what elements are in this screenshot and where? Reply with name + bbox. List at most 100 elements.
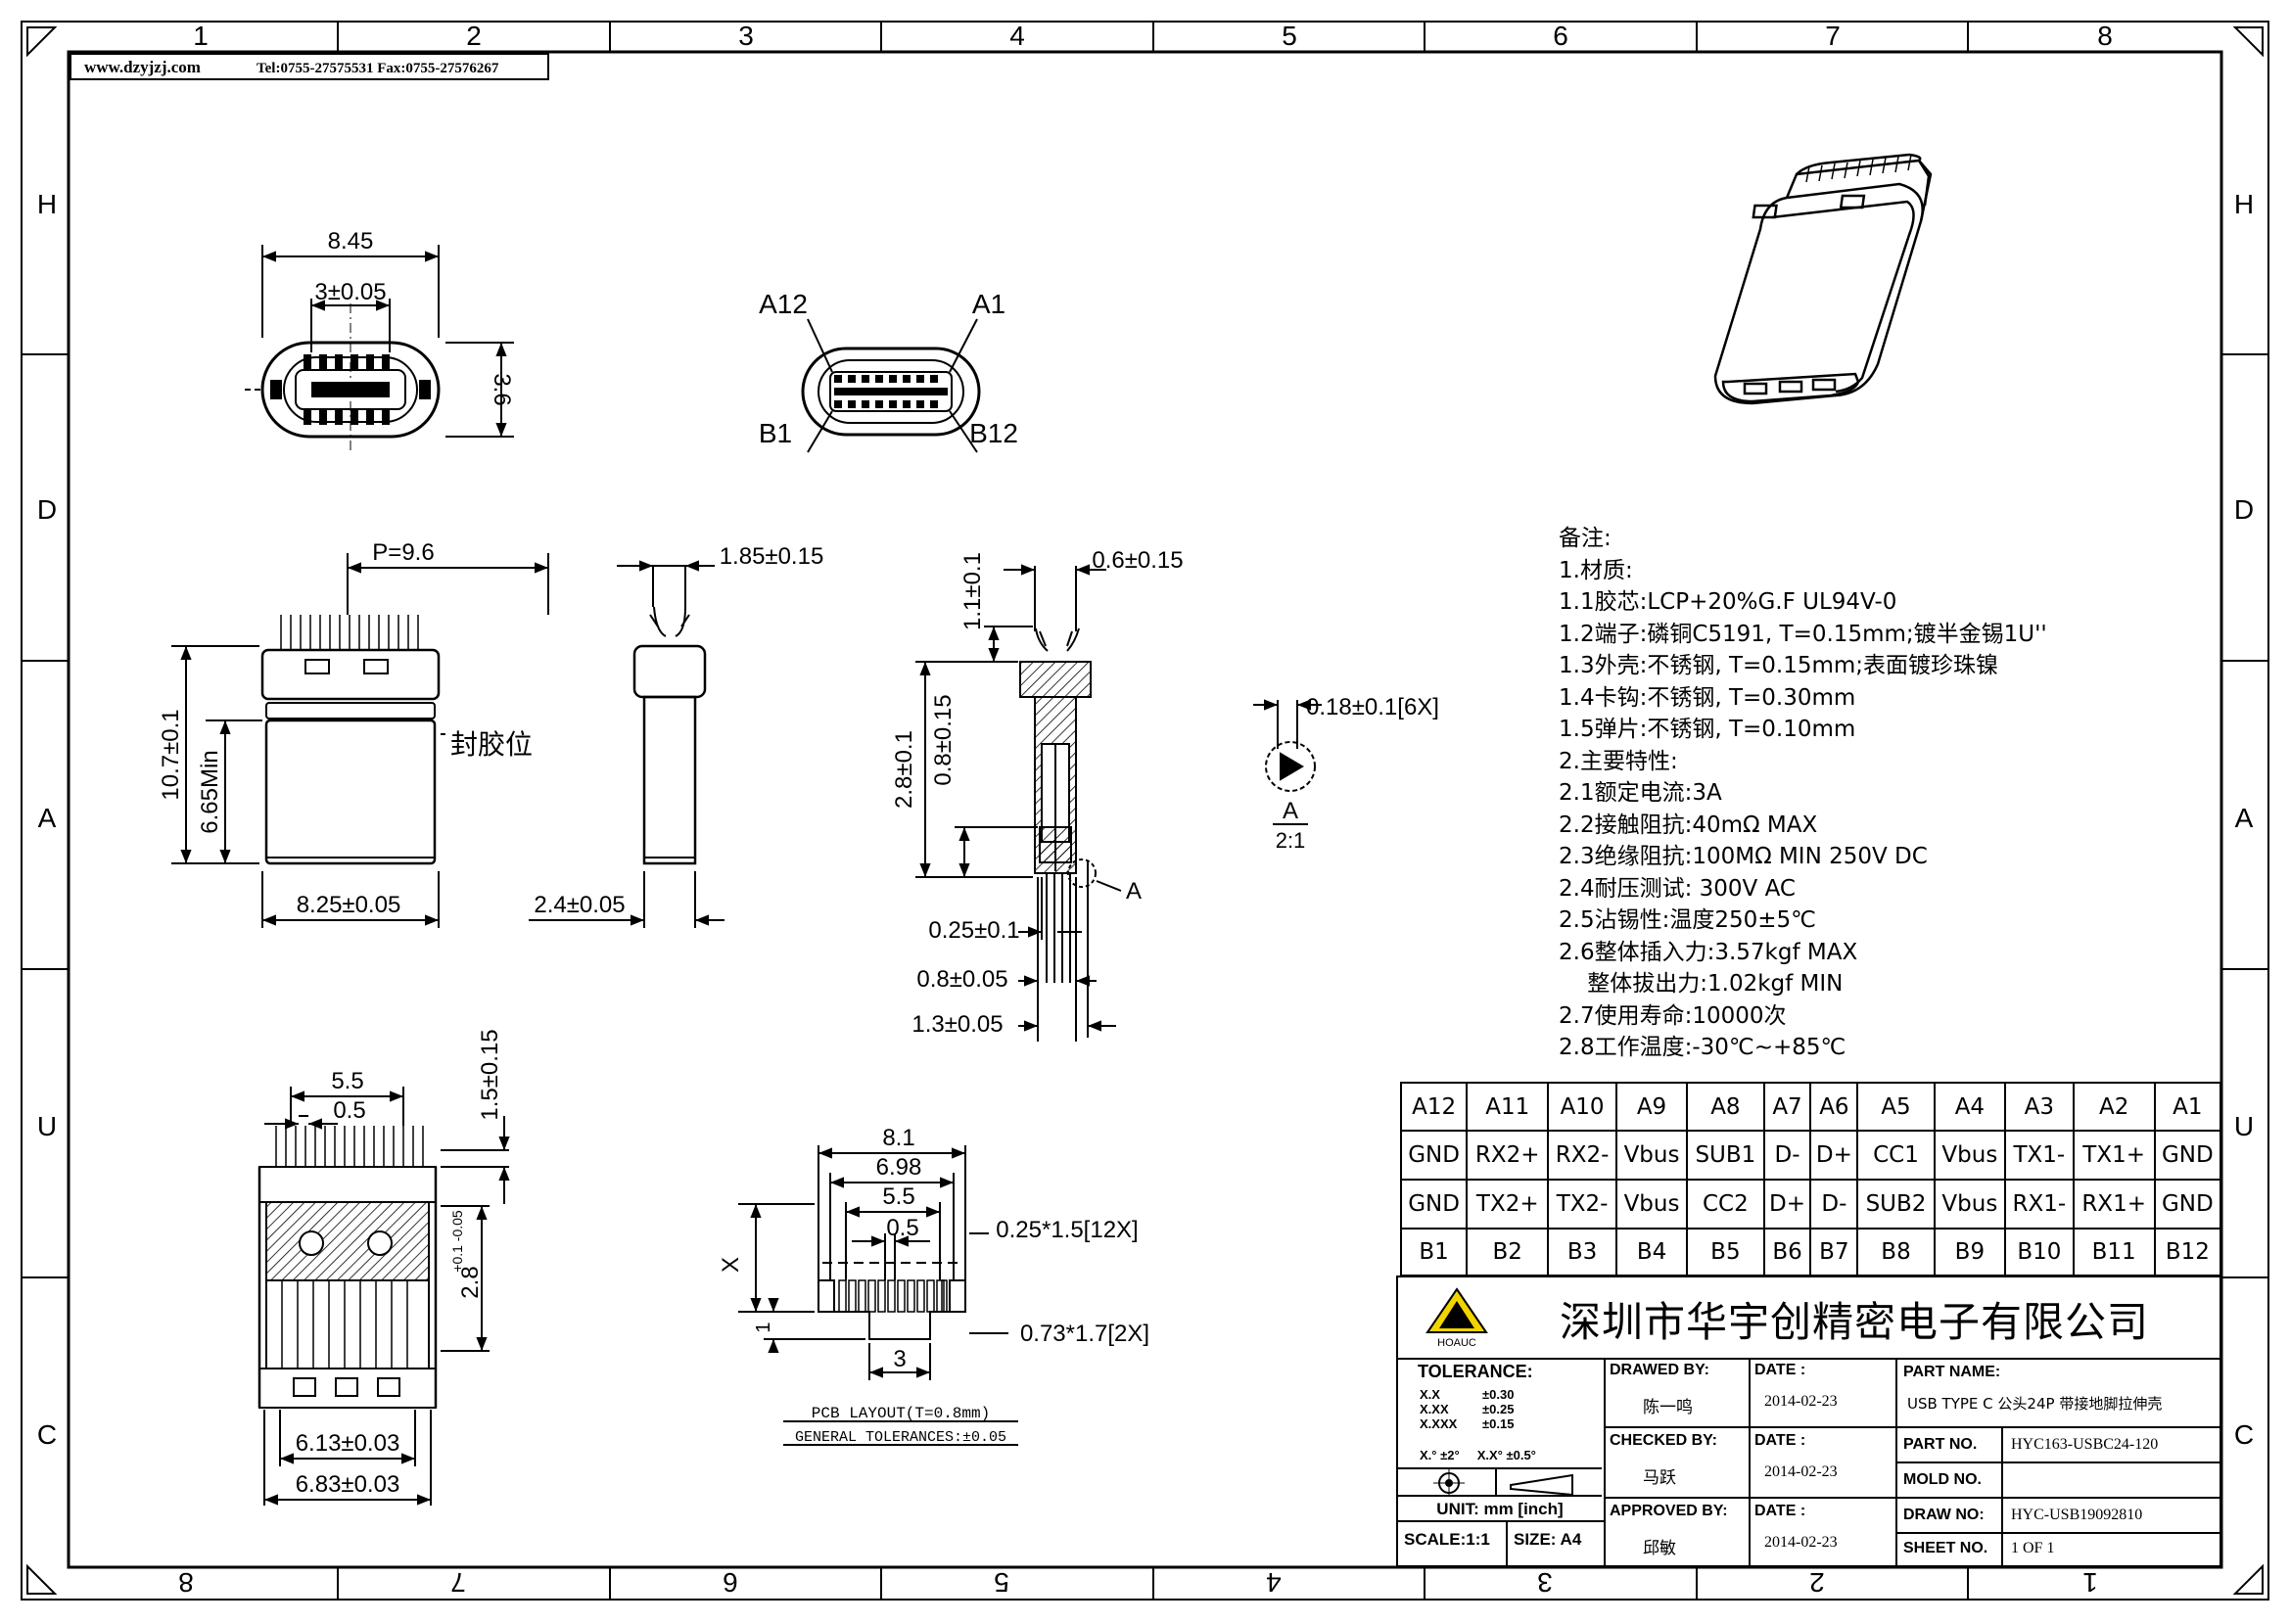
tol-value: ±0.15 [1482, 1416, 1515, 1431]
pin-table-cell: A9 [1614, 1082, 1689, 1132]
pin-b1-label: B1 [759, 418, 792, 448]
pin-table-cell: A3 [2004, 1082, 2075, 1132]
pin-table-cell: B6 [1762, 1228, 1812, 1276]
logo-text: HOAUC [1437, 1337, 1476, 1349]
notes-line: 1.1胶芯:LCP+20%G.F UL94V-0 [1559, 589, 1897, 615]
pin-table-cell: A8 [1686, 1082, 1765, 1132]
date-column: DATE : 2014-02-23 DATE : 2014-02-23 DATE… [1749, 1358, 1897, 1565]
grid-bottom-2: 2 [1809, 1567, 1825, 1598]
pin-table-cell: Vbus [1933, 1179, 2007, 1230]
company-name: 深圳市华宇创精密电子有限公司 [1560, 1298, 2150, 1346]
side-view [529, 560, 724, 928]
pin-table-cell: CC2 [1686, 1179, 1765, 1230]
section-025-dim: 0.25±0.1 [928, 917, 1019, 944]
header-strip: www.dzyjzj.com Tel:0755-27575531 Fax:075… [70, 53, 549, 80]
grid-top-6: 6 [1553, 21, 1568, 51]
signoff-column: DRAWED BY: 陈一鸣 CHECKED BY: 马跃 APPROVED B… [1604, 1358, 1751, 1565]
bottom-613-dim: 6.13±0.03 [296, 1430, 400, 1457]
tolerance-block: TOLERANCE: X.X±0.30 X.XX±0.25 X.XXX±0.15… [1398, 1358, 1606, 1522]
pin-table-cell: TX2+ [1466, 1179, 1550, 1230]
notes-line: 2.4耐压测试: 300V AC [1559, 875, 1796, 902]
tol-key: X.XX [1420, 1402, 1449, 1416]
pin-table-cell: B4 [1614, 1228, 1689, 1276]
section-13-dim: 1.3±0.05 [911, 1011, 1003, 1038]
approved-by-label: APPROVED BY: [1610, 1503, 1728, 1519]
bottom-view [257, 1087, 510, 1506]
pin-table-cell: RX2- [1547, 1130, 1617, 1181]
pin-table-cell: Vbus [1933, 1130, 2007, 1181]
pin-table-cell: D- [1809, 1179, 1859, 1230]
sheet-no-value: 1 OF 1 [2011, 1540, 2055, 1556]
drawn-by-label: DRAWED BY: [1610, 1362, 1709, 1378]
company-logo: HOAUC [1418, 1285, 1496, 1350]
grid-bottom-6: 6 [723, 1567, 738, 1598]
pcb-pad-b-dim: 0.73*1.7[2X] [1020, 1321, 1149, 1347]
front-height-dim: 3.6 [489, 373, 515, 405]
notes-line: 2.6整体插入力:3.57kgf MAX [1559, 939, 1858, 965]
angle-tolerance: X.° ±2° X.X° ±0.5° [1420, 1448, 1536, 1462]
pin-table-cell: B11 [2072, 1228, 2156, 1276]
pin-table-cell: A4 [1933, 1082, 2007, 1132]
pcb-layout [738, 1145, 1018, 1446]
notes-block: 备注: 1.材质: 1.1胶芯:LCP+20%G.F UL94V-0 1.2端子… [1559, 523, 2107, 1064]
notes-line: 2.8工作温度:-30℃~+85℃ [1559, 1035, 1846, 1060]
detail-label: A [1283, 798, 1298, 824]
pcb-general-tolerance: GENERAL TOLERANCES:±0.05 [795, 1429, 1006, 1446]
checked-by-label: CHECKED BY: [1610, 1432, 1717, 1449]
website-text: www.dzyjzj.com [84, 58, 201, 76]
grid-ticks [22, 22, 2268, 1600]
notes-line: 整体拔出力:1.02kgf MIN [1559, 971, 1844, 997]
section-lead-width-dim: 0.6±0.15 [1092, 547, 1183, 574]
pcb-05-dim: 0.5 [886, 1215, 918, 1241]
scale-label: SCALE:1:1 [1404, 1530, 1490, 1549]
mold-no-label: MOLD NO. [1903, 1471, 1982, 1488]
pin-table-cell: B2 [1466, 1228, 1550, 1276]
pin-table-cell: Vbus [1614, 1179, 1689, 1230]
notes-heading: 备注: [1559, 526, 1612, 551]
grid-bottom-4: 4 [1266, 1567, 1282, 1598]
corner-mark-icon [26, 26, 58, 58]
pin-a12-label: A12 [759, 289, 808, 319]
bottom-683-dim: 6.83±0.03 [296, 1471, 400, 1498]
tol-key: X.X [1420, 1387, 1440, 1402]
detail-view [1253, 699, 1322, 825]
pcb-698-dim: 6.98 [876, 1154, 922, 1181]
bottom-15-dim: 1.5±0.15 [477, 1029, 503, 1120]
pin-table-cell: A5 [1856, 1082, 1936, 1132]
date-value-approved: 2014-02-23 [1764, 1534, 1838, 1551]
pin-table-cell: A7 [1762, 1082, 1812, 1132]
checked-by-value: 马跃 [1643, 1468, 1676, 1488]
grid-left-u: U [37, 1111, 57, 1141]
bottom-05-dim: 0.5 [333, 1097, 365, 1124]
pin-table-cell: D- [1762, 1130, 1812, 1181]
pin-table-cell: B7 [1809, 1228, 1859, 1276]
contact-text: Tel:0755-27575531 Fax:0755-27576267 [257, 61, 499, 76]
notes-line: 1.3外壳:不锈钢, T=0.15mm;表面镀珍珠镍 [1559, 653, 1999, 678]
grid-bottom-3: 3 [1537, 1567, 1553, 1598]
pin-table-cell: TX1- [2004, 1130, 2075, 1181]
detail-dim: 0.18±0.1[6X] [1306, 694, 1439, 720]
pin-table-cell: A6 [1809, 1082, 1859, 1132]
grid-bottom-1: 1 [2082, 1567, 2098, 1598]
logo-icon: HOAUC [1425, 1287, 1488, 1349]
corner-mark-icon [26, 1563, 58, 1595]
section-view [915, 564, 1122, 1042]
grid-bottom-5: 5 [994, 1567, 1009, 1598]
corner-mark-icon [2232, 26, 2264, 58]
part-name-value: USB TYPE C 公头24P 带接地脚拉伸壳 [1907, 1395, 2163, 1413]
pin-table-cell: D+ [1762, 1179, 1812, 1230]
side-top-dim: 1.85±0.15 [720, 543, 824, 570]
pin-table-cell: SUB2 [1856, 1179, 1936, 1230]
part-name-label: PART NAME: [1903, 1364, 2001, 1380]
part-no-label: PART NO. [1903, 1436, 1978, 1453]
iso-view [1713, 153, 1933, 405]
pin-table-cell: A11 [1466, 1082, 1550, 1132]
pin-table-cell: Vbus [1614, 1130, 1689, 1181]
notes-line: 1.4卡钩:不锈钢, T=0.30mm [1559, 684, 1856, 711]
corner-mark-icon [2232, 1563, 2264, 1595]
pcb-layout-title: PCB LAYOUT(T=0.8mm) [812, 1405, 990, 1422]
